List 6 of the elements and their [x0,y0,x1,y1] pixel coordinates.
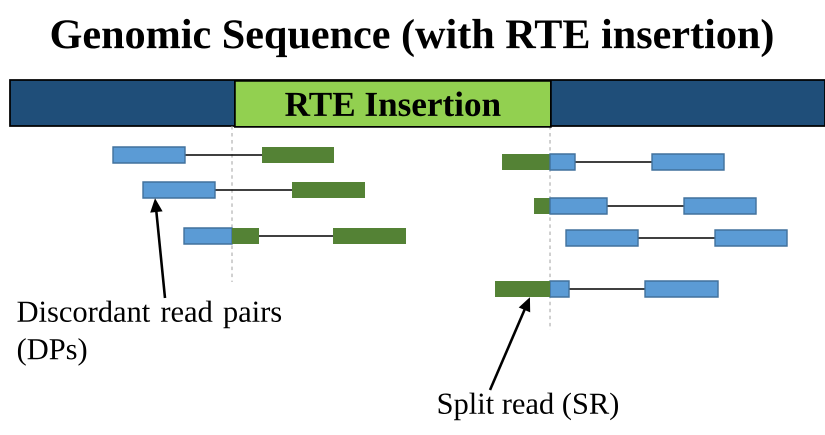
read-segment [495,281,550,297]
insertion-box: RTE Insertion [234,80,552,128]
title: Genomic Sequence (with RTE insertion) [52,18,773,58]
callout-text: Split read (SR) [438,392,618,420]
callout-text: Discordant read pairs (DPs) [17,300,282,366]
read-segment [142,181,216,199]
